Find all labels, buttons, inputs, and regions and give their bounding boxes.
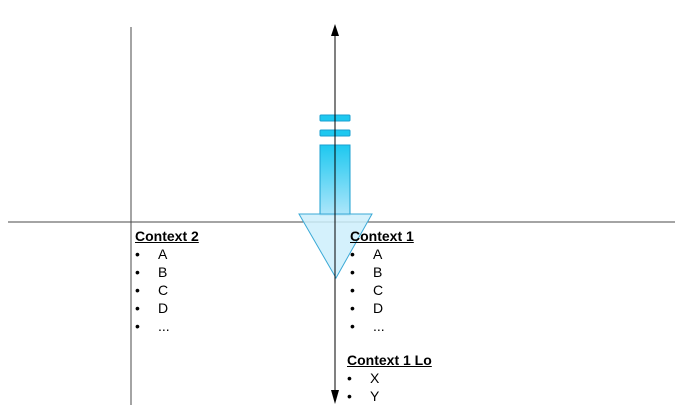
list-item: •C: [135, 282, 169, 298]
context-1-block: Context 1 •A •B •C •D •...: [350, 227, 414, 335]
list-item: •C: [350, 282, 384, 298]
bullet: •: [350, 246, 355, 262]
bullet: •: [350, 300, 355, 316]
list-item: •...: [350, 318, 385, 334]
context-1-lo-title: Context 1 Lo: [347, 352, 432, 368]
context-1-title: Context 1: [350, 228, 414, 244]
list-item: •A: [135, 246, 168, 262]
list-item: •D: [135, 300, 169, 316]
context-1-lo-block: Context 1 Lo •X •Y: [347, 351, 432, 405]
context-2-list: •A •B •C •D •...: [135, 245, 199, 335]
bullet: •: [135, 318, 140, 334]
list-item: •...: [135, 318, 170, 334]
bullet: •: [135, 300, 140, 316]
list-item: •B: [350, 264, 383, 280]
bullet: •: [350, 264, 355, 280]
axis-arrow-down-icon: [331, 390, 339, 404]
list-item: •Y: [347, 388, 380, 404]
bullet: •: [347, 370, 352, 386]
context-2-block: Context 2 •A •B •C •D •...: [135, 227, 199, 335]
context-1-list: •A •B •C •D •...: [350, 245, 414, 335]
list-item: •X: [347, 370, 380, 386]
bullet: •: [135, 246, 140, 262]
bullet: •: [350, 282, 355, 298]
bullet: •: [350, 318, 355, 334]
list-item: •A: [350, 246, 383, 262]
bullet: •: [135, 264, 140, 280]
axis-arrow-up-icon: [331, 24, 339, 36]
bullet: •: [347, 388, 352, 404]
context-2-title: Context 2: [135, 228, 199, 244]
bullet: •: [135, 282, 140, 298]
list-item: •B: [135, 264, 168, 280]
list-item: •D: [350, 300, 384, 316]
context-1-lo-list: •X •Y: [347, 369, 432, 405]
